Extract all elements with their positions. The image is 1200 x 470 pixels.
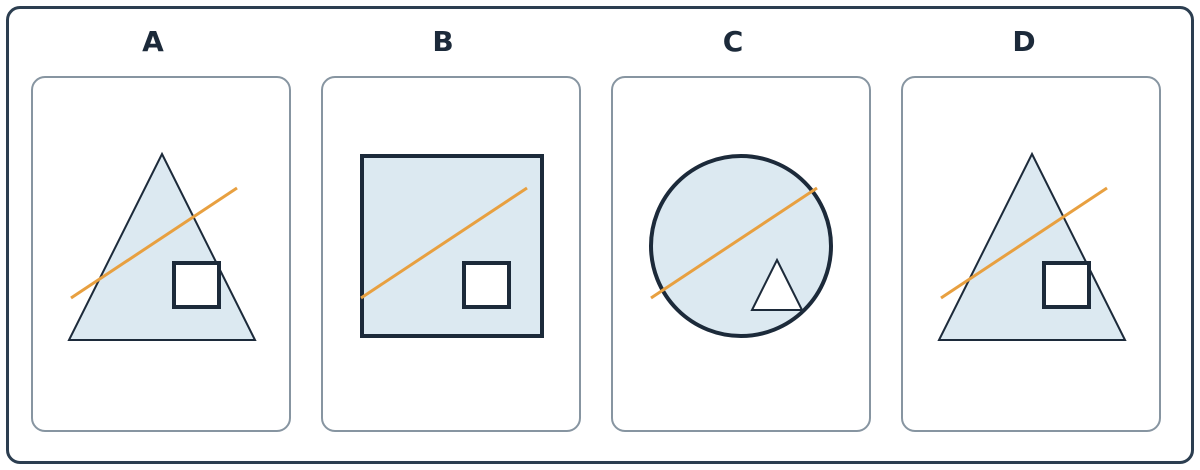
outer-circle — [649, 154, 833, 338]
option-d-figure — [937, 151, 1127, 341]
diagonal-line — [70, 186, 238, 300]
diagonal-line — [360, 186, 528, 300]
outer-square — [360, 154, 544, 338]
inner-triangle — [750, 257, 804, 311]
option-d-card[interactable] — [901, 76, 1161, 432]
option-c-label: C — [722, 25, 744, 58]
inner-square — [462, 261, 511, 309]
option-b-figure — [360, 154, 544, 338]
option-d-label: D — [1012, 25, 1036, 58]
option-a-label: A — [142, 25, 164, 58]
option-c-figure — [649, 154, 833, 338]
option-a-figure — [67, 151, 257, 341]
diagonal-line — [650, 186, 818, 300]
diagonal-line — [940, 186, 1108, 300]
option-c-card[interactable] — [611, 76, 871, 432]
outer-triangle — [937, 151, 1127, 341]
inner-square — [1042, 261, 1091, 309]
inner-square — [172, 261, 221, 309]
outer-triangle — [67, 151, 257, 341]
option-b-card[interactable] — [321, 76, 581, 432]
option-a-card[interactable] — [31, 76, 291, 432]
option-b-label: B — [432, 25, 454, 58]
